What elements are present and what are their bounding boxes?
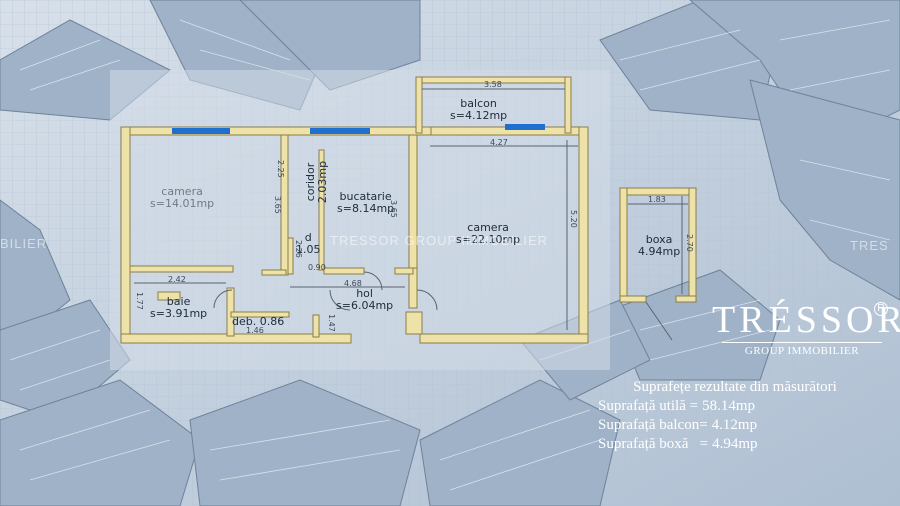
summary-value: 4.12mp bbox=[711, 417, 758, 433]
balcony-wall-right bbox=[564, 76, 572, 134]
summary-row-boxa: Suprafață boxă =4.94mp bbox=[570, 435, 900, 454]
watermark-left: BILIER bbox=[0, 236, 48, 251]
dim-camera-width: 4.27 bbox=[490, 138, 508, 147]
room-deb-area: 0.86 bbox=[259, 315, 285, 328]
room-d-name: d bbox=[304, 231, 312, 244]
watermark-right: TRES bbox=[850, 238, 889, 253]
dim-bucatarie-height: 3.65 bbox=[389, 200, 398, 218]
room-baie-name: baie bbox=[166, 295, 191, 308]
window-dormitor bbox=[172, 128, 230, 134]
boxa-wall-bottom-r bbox=[675, 295, 697, 303]
summary-label: Suprafață utilă = bbox=[598, 398, 699, 414]
wall-camera-left bbox=[408, 134, 418, 275]
wall-bottom-right bbox=[419, 333, 589, 344]
balcony-wall-left bbox=[415, 76, 423, 134]
door-block-1 bbox=[405, 311, 423, 335]
wall-kitchen-bottom2 bbox=[394, 267, 414, 275]
room-boxa-name: boxa bbox=[645, 233, 673, 246]
dim-balcon-width: 3.58 bbox=[484, 80, 502, 89]
room-dormitor-name: camera bbox=[161, 185, 203, 198]
room-dormitor-area: s=14.01mp bbox=[150, 197, 215, 210]
dim-hol-width: 4.68 bbox=[344, 279, 362, 288]
door-swing-boxa bbox=[645, 301, 673, 341]
room-d: d 1.05 bbox=[296, 232, 321, 256]
wall-dormitor-bottom bbox=[129, 265, 234, 273]
dim-baie-height: 1.77 bbox=[135, 292, 144, 310]
room-boxa-area: 4.94mp bbox=[638, 245, 681, 258]
watermark-center: TRESSOR GROUP IMMOBILIER bbox=[330, 233, 549, 248]
room-hol-area: s=6.04mp bbox=[336, 299, 394, 312]
boxa-wall-top bbox=[619, 187, 697, 196]
dim-baie-width: 2.42 bbox=[168, 275, 186, 284]
baie-block bbox=[157, 291, 181, 301]
summary-row-balcon: Suprafață balcon=4.12mp bbox=[570, 416, 900, 435]
dim-deb-width: 1.46 bbox=[246, 326, 264, 335]
room-d-area: 1.05 bbox=[296, 243, 321, 256]
wall-left bbox=[120, 126, 131, 344]
room-camera-area: s=22.10mp bbox=[456, 233, 521, 246]
logo-subtitle: GROUP IMMOBILIER bbox=[722, 342, 882, 357]
room-bucatarie: bucatarie s=8.14mp bbox=[337, 191, 394, 215]
dim-left-height: 2.26 bbox=[294, 240, 303, 258]
room-hol: hol s=6.04mp bbox=[336, 288, 393, 312]
room-baie: baie s=3.91mp bbox=[150, 296, 207, 320]
room-deb: deb. 0.86 bbox=[232, 316, 284, 328]
door-swing-hol bbox=[329, 289, 351, 311]
dim-hol-height: 1.47 bbox=[327, 314, 336, 332]
room-camera: camera s=22.10mp bbox=[456, 222, 520, 246]
summary-row-util: Suprafață utilă =58.14mp bbox=[570, 397, 900, 416]
dim-boxa-height: 2.70 bbox=[685, 234, 694, 252]
room-camera-name: camera bbox=[467, 221, 509, 234]
window-camera bbox=[505, 124, 545, 130]
room-bucatarie-area: s=8.14mp bbox=[337, 202, 395, 215]
room-coridor-area: 2.03mp bbox=[316, 160, 330, 204]
window-coridor bbox=[310, 128, 370, 134]
dim-boxa-width: 1.83 bbox=[648, 195, 666, 204]
summary-label: Suprafață balcon= bbox=[598, 417, 708, 433]
summary-title: Suprafețe rezultate din măsurători bbox=[633, 379, 837, 395]
summary-value: 4.94mp bbox=[712, 436, 758, 452]
wall-coridor-right bbox=[318, 149, 325, 271]
area-summary: Suprafețe rezultate din măsurători Supra… bbox=[570, 378, 900, 454]
room-deb-name: deb. bbox=[232, 315, 257, 328]
dim-coridor-height: 3.65 bbox=[273, 196, 282, 214]
wall-small bbox=[261, 269, 287, 276]
wall-kitchen-bottom bbox=[323, 267, 365, 275]
boxa-wall-left bbox=[619, 187, 628, 303]
room-balcon-area: s=4.12mp bbox=[450, 109, 508, 122]
dim-left-top: 2.25 bbox=[276, 160, 285, 178]
summary-label: Suprafață boxă = bbox=[598, 436, 709, 452]
registered-mark: R bbox=[874, 302, 888, 316]
room-hol-name: hol bbox=[356, 287, 373, 300]
room-balcon: balcon s=4.12mp bbox=[450, 98, 507, 122]
summary-value: 58.14mp bbox=[702, 398, 756, 414]
room-bucatarie-name: bucatarie bbox=[339, 190, 392, 203]
door-swing-camera bbox=[416, 289, 438, 311]
wall-dormitor-right bbox=[280, 134, 289, 276]
room-balcon-name: balcon bbox=[460, 97, 497, 110]
dim-d-height: 0.90 bbox=[308, 263, 326, 272]
room-coridor: coridor 2.03mp bbox=[304, 160, 330, 204]
room-baie-area: s=3.91mp bbox=[150, 307, 208, 320]
wall-d-left bbox=[287, 237, 294, 275]
wall-deb bbox=[230, 311, 290, 318]
boxa-wall-bottom-l bbox=[619, 295, 647, 303]
wall-right bbox=[578, 126, 589, 344]
logo-brand-text: TRÉSSOR bbox=[712, 299, 900, 341]
brand-logo: TRÉSSOR R GROUP IMMOBILIER bbox=[712, 299, 900, 357]
door-swing-kitchen bbox=[363, 271, 383, 291]
room-boxa: boxa 4.94mp bbox=[638, 234, 680, 258]
door-swing-baie bbox=[213, 289, 233, 309]
dim-camera-height: 5.20 bbox=[569, 210, 578, 228]
wall-bottom-left bbox=[120, 333, 352, 344]
wall-top-left bbox=[120, 126, 432, 136]
door-block-2 bbox=[312, 314, 320, 338]
room-dormitor: camera s=14.01mp bbox=[150, 186, 214, 210]
